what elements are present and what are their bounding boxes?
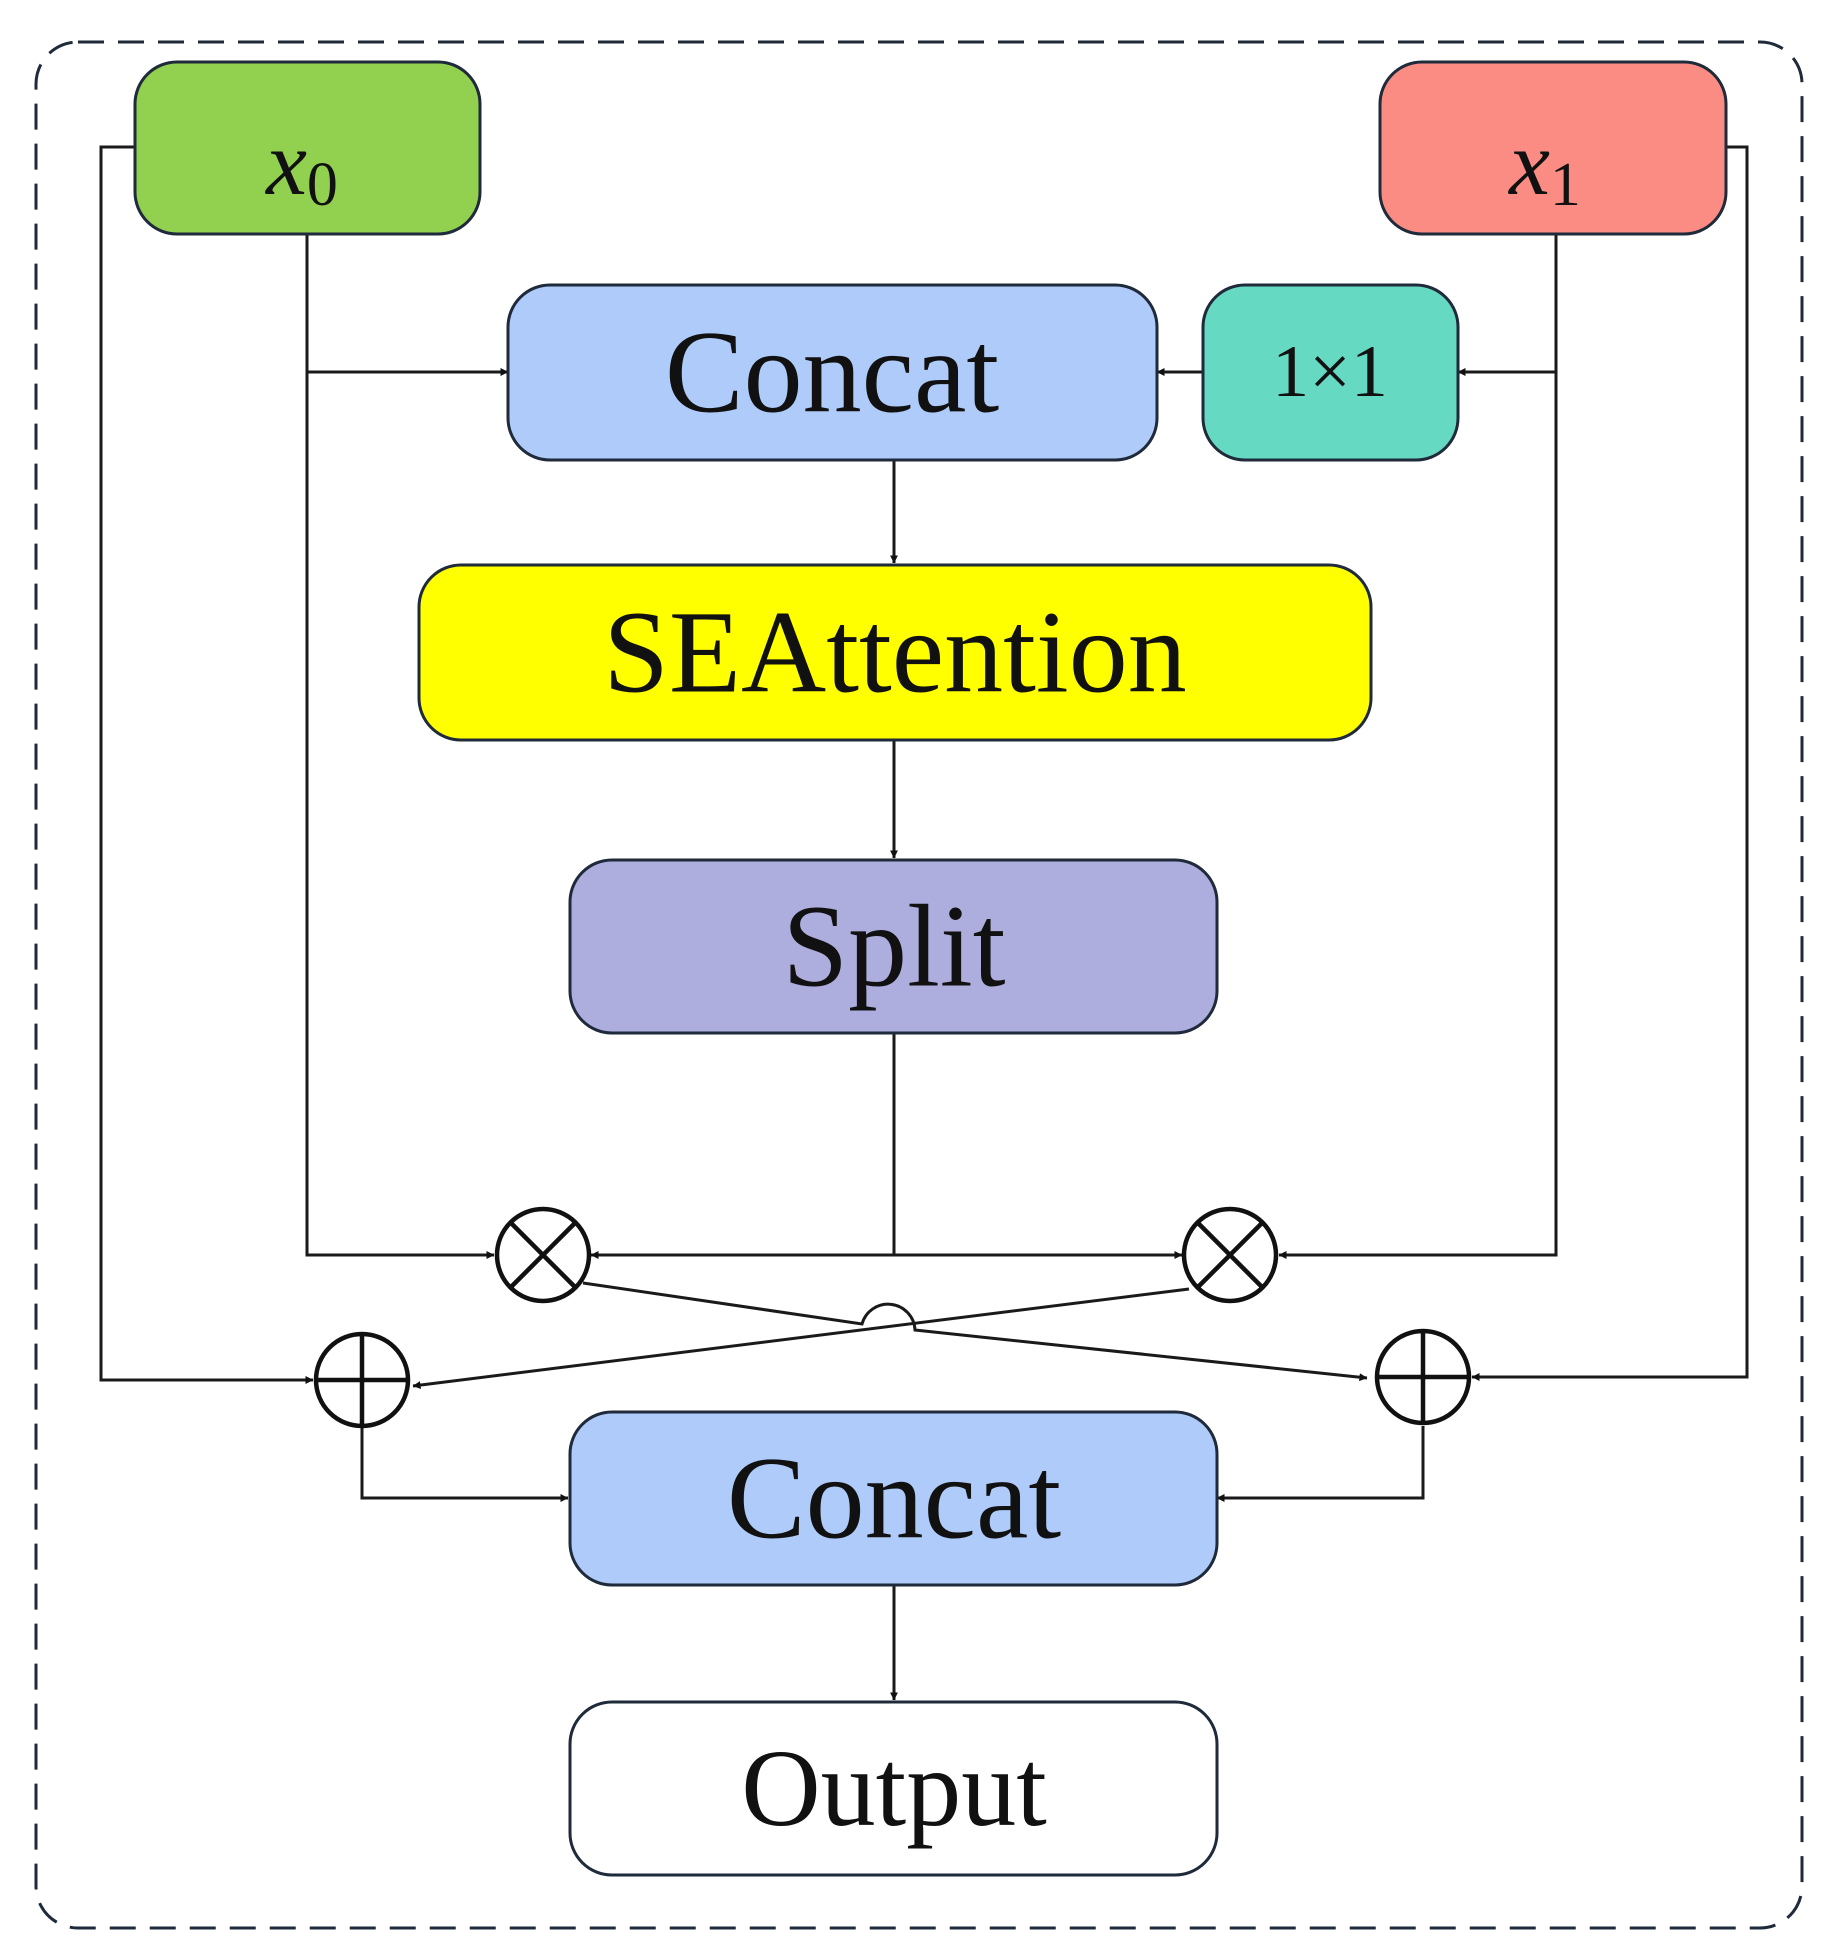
edge-add-right-to-concat bbox=[1216, 1426, 1425, 1502]
seattention-node: SEAttention bbox=[417, 563, 1373, 742]
output-label: Output bbox=[741, 1727, 1047, 1849]
edge-multiply-right-to-add-left bbox=[412, 1287, 1190, 1390]
multiply-left-operator bbox=[494, 1206, 592, 1304]
output-node: Output bbox=[568, 1700, 1219, 1877]
edge-x1-to-conv1x1 bbox=[1457, 235, 1558, 376]
x1-base: x bbox=[1507, 112, 1550, 214]
multiply-right-operator bbox=[1181, 1206, 1279, 1304]
split-label: Split bbox=[783, 881, 1006, 1012]
edge-x0-skip-to-add-left bbox=[99, 145, 314, 1384]
conv1x1-label: 1×1 bbox=[1272, 331, 1388, 413]
svg-text:x0: x0 bbox=[264, 112, 338, 219]
edge-x0-to-concat bbox=[305, 235, 509, 376]
input-x0-node: x0 bbox=[133, 60, 482, 236]
concat-top-node: Concat bbox=[506, 283, 1159, 462]
edge-x1-to-multiply-right bbox=[1278, 372, 1558, 1259]
add-left-operator bbox=[313, 1331, 411, 1429]
connections bbox=[99, 145, 1749, 1701]
add-right-operator bbox=[1374, 1328, 1472, 1426]
concat-top-label: Concat bbox=[665, 307, 999, 438]
x0-base: x bbox=[264, 112, 307, 214]
module-frame bbox=[34, 40, 1804, 1930]
svg-text:x1: x1 bbox=[1507, 112, 1581, 219]
concat-bottom-node: Concat bbox=[568, 1410, 1219, 1587]
edge-x0-to-multiply-left bbox=[305, 372, 495, 1259]
x1-subscript: 1 bbox=[1550, 151, 1581, 219]
x0-subscript: 0 bbox=[307, 151, 338, 219]
split-node: Split bbox=[568, 858, 1219, 1035]
concat-bottom-label: Concat bbox=[727, 1433, 1061, 1564]
edge-x1-skip-to-add-right bbox=[1471, 145, 1749, 1381]
seattention-label: SEAttention bbox=[603, 587, 1186, 718]
input-x1-node: x1 bbox=[1378, 60, 1728, 236]
edge-add-left-to-concat bbox=[360, 1428, 569, 1502]
conv1x1-node: 1×1 bbox=[1201, 283, 1460, 462]
